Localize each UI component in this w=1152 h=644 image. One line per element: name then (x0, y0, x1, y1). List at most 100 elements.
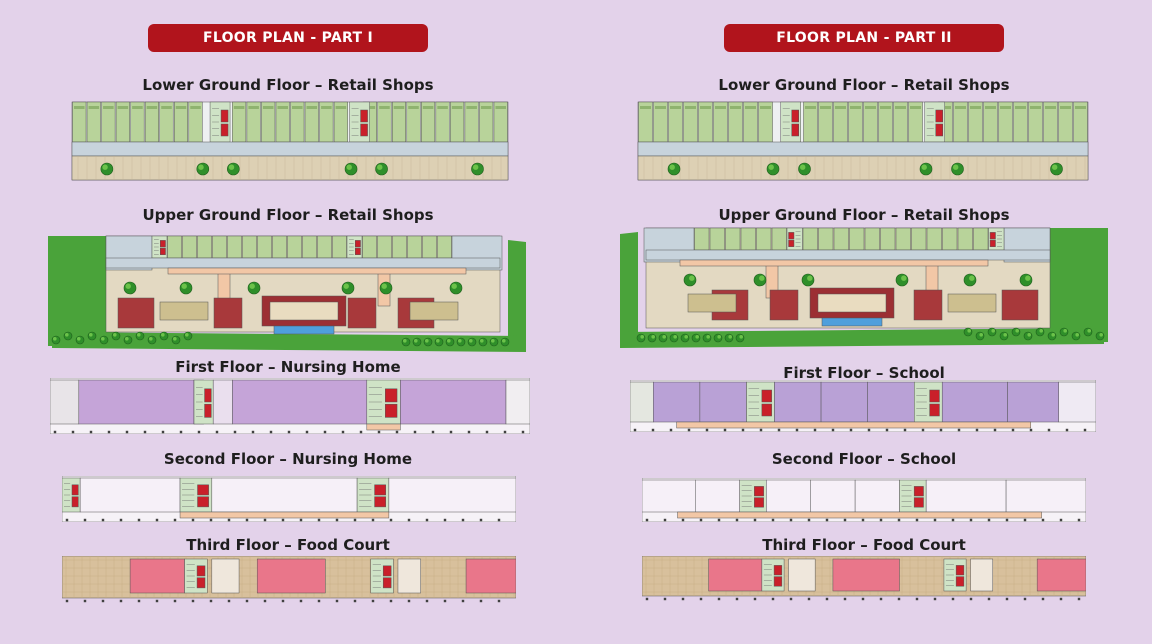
class-room (695, 479, 740, 513)
column (1029, 428, 1033, 432)
tree-highlight (125, 337, 129, 341)
tree-highlight (967, 329, 971, 333)
column (969, 597, 973, 601)
part-2-second-floor-plan (642, 478, 1086, 522)
column (699, 597, 703, 601)
shop-label-mark (161, 106, 172, 109)
tree-highlight (706, 335, 710, 339)
column (371, 518, 375, 522)
tree-highlight (1087, 329, 1091, 333)
retail-shop-unit (973, 227, 989, 251)
column (341, 430, 345, 434)
corridor (105, 257, 501, 269)
lawn-right (508, 240, 526, 348)
shop-label-mark (1000, 106, 1011, 109)
tree-highlight (181, 283, 187, 289)
tree-highlight (1063, 329, 1067, 333)
column (861, 518, 865, 522)
paving-strip (637, 155, 1089, 181)
shop-label-mark (715, 106, 726, 109)
part-1-lower-ground-plan (64, 100, 516, 182)
food-court-stall (708, 558, 763, 592)
column (645, 518, 649, 522)
part-1-first-floor-title: First Floor – Nursing Home (175, 358, 401, 376)
service-room (211, 558, 240, 594)
column (651, 428, 655, 432)
upper-ground-group (48, 235, 526, 352)
shop-label-mark (117, 106, 129, 109)
retail-shop-unit (957, 227, 973, 251)
garden-bed (159, 301, 209, 321)
column (173, 599, 177, 603)
lift (913, 497, 924, 508)
part-2-lower-ground-title: Lower Ground Floor – Retail Shops (718, 76, 1010, 94)
lift (385, 403, 398, 418)
shop-label-mark (262, 106, 274, 109)
utility-room (212, 379, 233, 425)
column (125, 430, 129, 434)
lawn-bottom (52, 332, 526, 352)
column (521, 430, 525, 434)
column (723, 428, 727, 432)
tree-highlight (198, 164, 204, 170)
shop-label-mark (940, 106, 951, 109)
column (771, 518, 775, 522)
retail-shop-unit (725, 227, 741, 251)
shop-label-mark (655, 106, 666, 109)
shop-label-mark (760, 106, 771, 109)
column (1023, 597, 1027, 601)
shop-label-mark (495, 106, 506, 109)
retail-shop-unit (392, 235, 407, 259)
corridor (71, 141, 509, 157)
retail-shop-unit (849, 227, 865, 251)
shop-label-mark (306, 106, 318, 109)
service-room (788, 558, 816, 592)
column (215, 430, 219, 434)
retail-shop-unit (422, 235, 437, 259)
column (353, 518, 357, 522)
retail-shop-unit (197, 235, 212, 259)
lift (788, 239, 795, 247)
column (933, 597, 937, 601)
tree-highlight (101, 337, 105, 341)
column (305, 430, 309, 434)
part-1-upper-ground-title: Upper Ground Floor – Retail Shops (142, 206, 434, 224)
lab-room (653, 381, 701, 423)
column (227, 599, 231, 603)
column (831, 428, 835, 432)
tree-highlight (662, 335, 666, 339)
column (155, 599, 159, 603)
admin-office (1005, 479, 1086, 513)
lift (754, 486, 764, 497)
column (777, 428, 781, 432)
shop-label-mark (1075, 106, 1086, 109)
retail-shop-unit (926, 227, 942, 251)
column (395, 430, 399, 434)
tree-highlight (1052, 164, 1058, 170)
tree-highlight (969, 275, 975, 281)
tree-highlight (149, 337, 153, 341)
water-pool (821, 317, 883, 327)
lawn-right (620, 232, 638, 344)
column (1011, 428, 1015, 432)
tree-highlight (1003, 333, 1007, 337)
column (287, 430, 291, 434)
lawn-left (48, 236, 118, 346)
tree-highlight (800, 164, 806, 170)
admin-office (1007, 381, 1059, 423)
lift (989, 239, 996, 247)
column (173, 518, 177, 522)
column (119, 518, 123, 522)
column (789, 597, 793, 601)
column (65, 599, 69, 603)
column (119, 599, 123, 603)
tree-highlight (125, 283, 131, 289)
lift (788, 232, 795, 240)
column (813, 428, 817, 432)
water-pool (273, 325, 335, 335)
column (227, 518, 231, 522)
part-2-third-floor-plan (642, 556, 1086, 602)
shop-label-mark (970, 106, 981, 109)
column (413, 430, 417, 434)
part-2-first-floor-plan (630, 380, 1096, 432)
